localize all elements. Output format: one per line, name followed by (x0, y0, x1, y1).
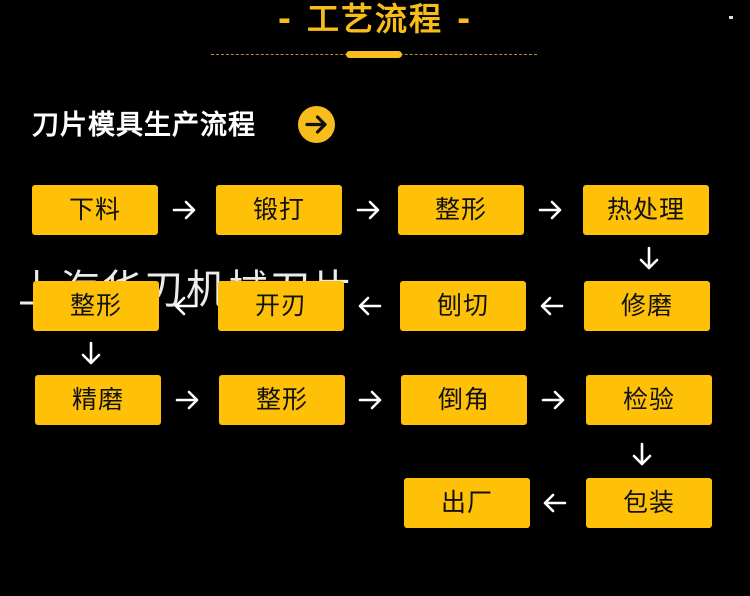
arrow-right-icon (356, 200, 380, 220)
arrow-right-icon (541, 390, 565, 410)
arrow-right-icon (172, 200, 196, 220)
step-3-box: 整形 (398, 185, 524, 235)
step-5-box: 修磨 (584, 281, 710, 331)
step-8-box: 整形 (33, 281, 159, 331)
arrow-down-icon (639, 246, 659, 270)
section-title: -工艺流程- (0, 0, 750, 38)
arrow-down-icon (632, 442, 652, 466)
corner-mark (729, 16, 733, 19)
step-7-box: 开刃 (218, 281, 344, 331)
arrow-down-icon (81, 341, 101, 365)
arrow-left-icon (174, 296, 198, 316)
arrow-right-icon (175, 390, 199, 410)
title-divider-pill (346, 51, 402, 58)
step-9-box: 精磨 (35, 375, 161, 425)
step-11-box: 倒角 (401, 375, 527, 425)
step-6-box: 刨切 (400, 281, 526, 331)
step-13-box: 包装 (586, 478, 712, 528)
step-14-box: 出厂 (404, 478, 530, 528)
step-12-box: 检验 (586, 375, 712, 425)
process-heading: 刀片模具生产流程 (32, 110, 256, 141)
title-dash-right: - (457, 0, 473, 38)
step-4-box: 热处理 (583, 185, 709, 235)
step-10-box: 整形 (219, 375, 345, 425)
step-2-box: 锻打 (216, 185, 342, 235)
title-text: 工艺流程 (306, 0, 443, 38)
arrow-left-icon (540, 296, 564, 316)
title-dash-left: - (277, 0, 293, 38)
arrow-right-icon (358, 390, 382, 410)
arrow-right-icon (538, 200, 562, 220)
arrow-left-icon (358, 296, 382, 316)
step-1-box: 下料 (32, 185, 158, 235)
arrow-left-icon (543, 493, 567, 513)
arrow-right-circle-icon[interactable] (298, 106, 335, 143)
